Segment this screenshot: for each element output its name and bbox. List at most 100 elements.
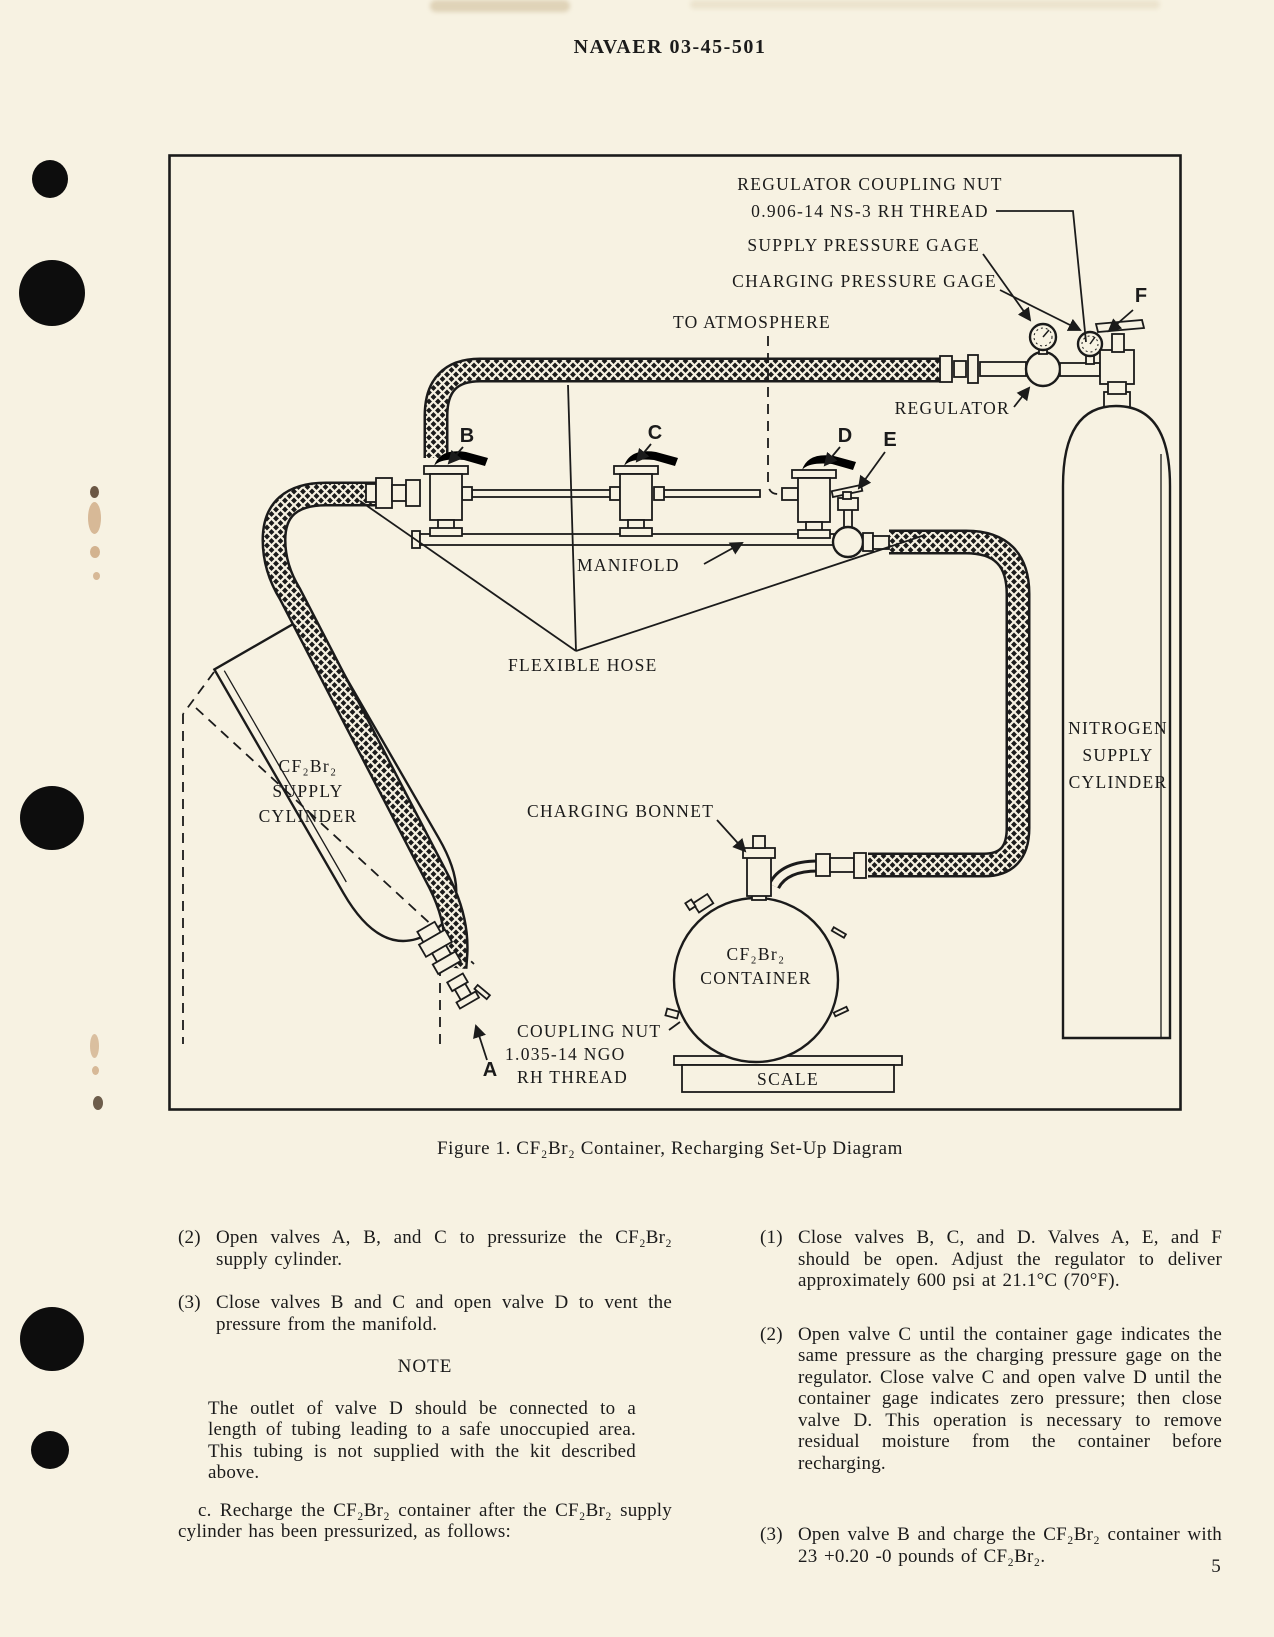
container-label: CF₂Br₂ bbox=[727, 944, 786, 964]
flexible-hose-left bbox=[261, 481, 469, 969]
stain-mark bbox=[430, 0, 570, 12]
svg-text:A: A bbox=[483, 1059, 497, 1081]
nitrogen-supply-cylinder: NITROGEN SUPPLY CYLINDER bbox=[1061, 391, 1172, 1040]
svg-text:E: E bbox=[883, 429, 896, 451]
stain-mark bbox=[690, 0, 1160, 9]
stain-mark bbox=[92, 1066, 99, 1075]
charging-bonnet-fitting bbox=[742, 835, 776, 901]
svg-text:REGULATOR COUPLING NUT: REGULATOR COUPLING NUT bbox=[737, 174, 1003, 194]
supply-cylinder-coupling bbox=[416, 920, 462, 976]
valve-label-a: A bbox=[473, 1024, 497, 1081]
valve-label-c: C bbox=[635, 422, 662, 463]
cylinder-dashed-outline bbox=[182, 671, 215, 715]
svg-text:CF₂Br₂: CF₂Br₂ bbox=[279, 756, 338, 776]
charging-pressure-gauge-dial bbox=[1076, 330, 1104, 365]
figure-1-diagram: NITROGEN SUPPLY CYLINDER bbox=[168, 154, 1182, 1111]
supply-pressure-gauge-dial bbox=[1028, 322, 1058, 355]
step-number: (2) bbox=[178, 1227, 201, 1248]
callout-to-atmosphere: TO ATMOSPHERE bbox=[673, 312, 831, 332]
svg-text:0.906-14 NS-3 RH THREAD: 0.906-14 NS-3 RH THREAD bbox=[751, 201, 989, 221]
svg-text:REGULATOR: REGULATOR bbox=[895, 398, 1010, 418]
svg-text:F: F bbox=[1135, 285, 1147, 307]
svg-text:FLEXIBLE HOSE: FLEXIBLE HOSE bbox=[508, 655, 658, 675]
binding-hole-mark bbox=[31, 1431, 69, 1469]
nitrogen-cylinder-label: SUPPLY bbox=[1082, 745, 1153, 765]
cf2br2-container: CF₂Br₂ CONTAINER bbox=[664, 892, 850, 1064]
step-number: (2) bbox=[760, 1323, 783, 1345]
svg-text:B: B bbox=[460, 425, 474, 447]
scale-platform: SCALE bbox=[673, 1055, 903, 1093]
flexible-hose-top bbox=[423, 357, 942, 458]
svg-text:CYLINDER: CYLINDER bbox=[259, 806, 358, 826]
valve-b-body bbox=[365, 451, 488, 537]
flexible-hose-right bbox=[868, 529, 1031, 878]
svg-text:COUPLING NUT: COUPLING NUT bbox=[517, 1021, 661, 1041]
callout-charging-pressure-gage: CHARGING PRESSURE GAGE bbox=[732, 271, 1082, 331]
diagram-border bbox=[168, 154, 1182, 1111]
callout-manifold: MANIFOLD bbox=[577, 542, 744, 575]
svg-text:C: C bbox=[648, 422, 662, 444]
svg-text:CHARGING BONNET: CHARGING BONNET bbox=[527, 801, 714, 821]
svg-text:RH THREAD: RH THREAD bbox=[517, 1067, 628, 1087]
hose-couplings-right bbox=[815, 852, 867, 879]
container-label: CONTAINER bbox=[700, 968, 811, 988]
procedure-step: (1) Close valves B, C, and D. Valves A, … bbox=[760, 1227, 1222, 1292]
valve-label-b: B bbox=[447, 425, 474, 465]
note-text: The outlet of valve D should be connecte… bbox=[208, 1397, 636, 1484]
figure-caption: Figure 1. CF₂Br₂ Container, Recharging S… bbox=[436, 1138, 904, 1159]
svg-text:MANIFOLD: MANIFOLD bbox=[577, 555, 680, 575]
step-text: Open valves A, B, and C to pressurize th… bbox=[216, 1227, 672, 1270]
supply-cylinder-label: CF₂Br₂ SUPPLY CYLINDER bbox=[259, 756, 358, 826]
stain-mark bbox=[90, 486, 99, 498]
callout-regulator-coupling-nut: REGULATOR COUPLING NUT 0.906-14 NS-3 RH … bbox=[737, 174, 1087, 343]
callout-charging-bonnet: CHARGING BONNET bbox=[527, 801, 747, 853]
procedure-step: (2) Open valve C until the container gag… bbox=[760, 1324, 1222, 1475]
svg-text:SUPPLY: SUPPLY bbox=[272, 781, 343, 801]
cf2br2-supply-cylinder bbox=[182, 612, 475, 1044]
nitrogen-cylinder-label: CYLINDER bbox=[1069, 772, 1168, 792]
callout-flexible-hose: FLEXIBLE HOSE bbox=[359, 384, 926, 675]
binding-hole-mark bbox=[20, 786, 84, 850]
svg-text:CHARGING PRESSURE GAGE: CHARGING PRESSURE GAGE bbox=[732, 271, 997, 291]
step-text: Open valve C until the container gage in… bbox=[798, 1323, 1222, 1474]
procedure-step: (2) Open valves A, B, and C to pressuriz… bbox=[178, 1227, 672, 1270]
svg-text:SUPPLY PRESSURE GAGE: SUPPLY PRESSURE GAGE bbox=[747, 235, 980, 255]
valve-a-body bbox=[445, 972, 492, 1010]
procedure-step: (3) Close valves B and C and open valve … bbox=[178, 1292, 672, 1335]
manifold-ball-fitting bbox=[831, 525, 890, 559]
step-text: Close valves B, C, and D. Valves A, E, a… bbox=[798, 1227, 1222, 1291]
valve-e-body bbox=[830, 483, 864, 531]
valve-label-e: E bbox=[857, 429, 897, 490]
nitrogen-cylinder-label: NITROGEN bbox=[1068, 718, 1168, 738]
valve-d-body bbox=[781, 455, 856, 539]
stain-mark bbox=[88, 502, 101, 534]
procedure-step: (3) Open valve B and charge the CF₂Br₂ c… bbox=[760, 1524, 1222, 1567]
step-text: Open valve B and charge the CF₂Br₂ conta… bbox=[798, 1524, 1222, 1567]
binding-hole-mark bbox=[20, 1307, 84, 1371]
regulator-body bbox=[1024, 350, 1062, 388]
stain-mark bbox=[90, 1034, 99, 1058]
step-number: (1) bbox=[760, 1227, 783, 1248]
vent-line-dashed bbox=[767, 336, 784, 495]
callout-supply-pressure-gage: SUPPLY PRESSURE GAGE bbox=[747, 235, 1032, 322]
right-column: (1) Close valves B, C, and D. Valves A, … bbox=[760, 1227, 1222, 1567]
bonnet-elbow-pipe bbox=[768, 859, 819, 890]
stain-mark bbox=[93, 572, 100, 580]
cylinder-dashed-outline bbox=[195, 707, 475, 965]
page-number: 5 bbox=[1211, 1556, 1221, 1577]
left-column: (2) Open valves A, B, and C to pressuriz… bbox=[178, 1227, 672, 1543]
callout-coupling-nut: COUPLING NUT 1.035-14 NGO RH THREAD bbox=[505, 1021, 681, 1087]
svg-text:TO ATMOSPHERE: TO ATMOSPHERE bbox=[673, 312, 831, 332]
stain-mark bbox=[93, 1096, 103, 1110]
regulator-assembly bbox=[939, 319, 1146, 395]
note-heading: NOTE bbox=[397, 1356, 453, 1377]
doc-number: NAVAER 03-45-501 bbox=[573, 36, 767, 58]
callout-regulator: REGULATOR bbox=[895, 386, 1031, 418]
scale-label: SCALE bbox=[757, 1069, 819, 1089]
step-number: (3) bbox=[178, 1292, 201, 1313]
stain-mark bbox=[90, 546, 100, 558]
valve-f-body bbox=[1094, 319, 1146, 395]
valve-label-d: D bbox=[823, 425, 852, 467]
svg-text:D: D bbox=[838, 425, 852, 447]
